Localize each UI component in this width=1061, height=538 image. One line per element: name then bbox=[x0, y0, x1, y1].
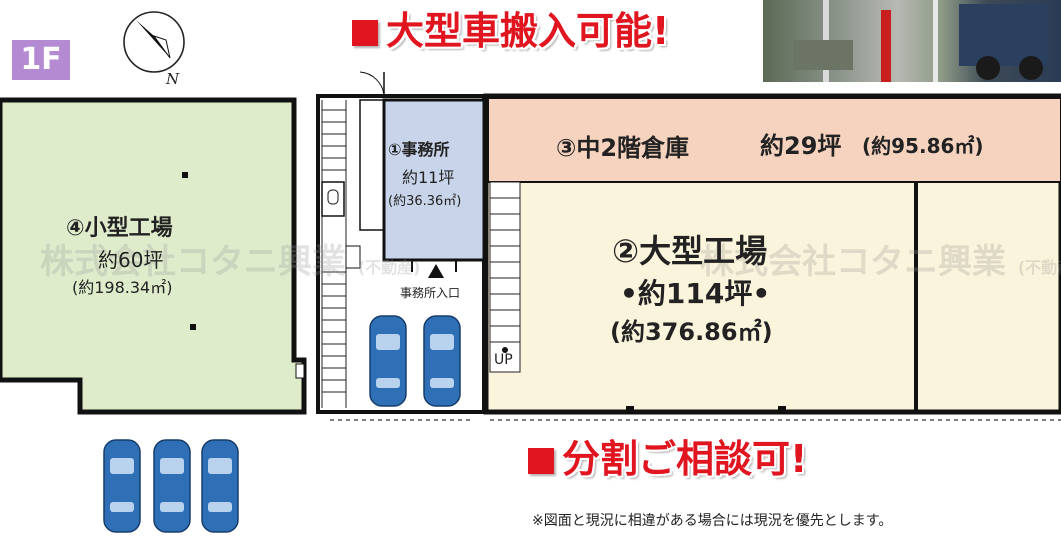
large-factory-name: ②大型工場 bbox=[612, 232, 768, 270]
watermark-suffix-2: (不動産) bbox=[1017, 258, 1061, 277]
floor-badge: 1F bbox=[12, 40, 70, 80]
office-area bbox=[382, 98, 486, 262]
inner-stairs bbox=[489, 181, 521, 373]
mezzanine-area bbox=[487, 97, 1061, 183]
large-factory-tsubo: •約114坪• bbox=[620, 277, 771, 310]
banner-square-icon-2 bbox=[528, 448, 554, 474]
watermark-company: 株式会社コタニ興業 bbox=[40, 242, 346, 282]
small-factory-area bbox=[0, 97, 307, 415]
banner-bottom-text: 分割ご相談可! bbox=[562, 437, 808, 481]
banner-square-icon bbox=[352, 20, 378, 46]
office-sqm: (約36.36㎡) bbox=[388, 194, 462, 209]
banner-split-consult: 分割ご相談可! bbox=[528, 436, 807, 482]
facility-photo bbox=[763, 0, 1061, 82]
small-factory-sqm: (約198.34㎡) bbox=[72, 278, 173, 297]
banner-large-vehicle: 大型車搬入可能! bbox=[352, 8, 669, 54]
large-factory-sqm: (約376.86㎡) bbox=[610, 318, 773, 346]
mezzanine-name: ③中2階倉庫 bbox=[556, 134, 690, 162]
compass-icon bbox=[123, 11, 185, 73]
office-tsubo: 約11坪 bbox=[402, 168, 455, 187]
left-stairs bbox=[321, 100, 347, 408]
small-factory-name: ④小型工場 bbox=[66, 216, 173, 241]
small-factory-tsubo: 約60坪 bbox=[98, 248, 164, 272]
compass-north-label: N bbox=[166, 70, 180, 88]
office-entrance-label: 事務所入口 bbox=[400, 286, 461, 300]
watermark-company-2: 株式会社コタニ興業 bbox=[700, 242, 1006, 282]
office-name: ①事務所 bbox=[388, 140, 450, 159]
mezzanine-tsubo: 約29坪 bbox=[760, 132, 842, 160]
watermark-2: 株式会社コタニ興業 (不動産) bbox=[700, 234, 1061, 283]
watermark: 株式会社コタニ興業 (不動産) bbox=[40, 234, 420, 283]
photo-detail bbox=[793, 0, 1049, 82]
stairs-up-label: UP bbox=[494, 352, 513, 368]
watermark-suffix: (不動産) bbox=[357, 258, 421, 277]
mezzanine-sqm: (約95.86㎡) bbox=[862, 134, 984, 158]
banner-top-text: 大型車搬入可能! bbox=[386, 9, 670, 53]
disclaimer-note: ※図面と現況に相違がある場合には現況を優先とします。 bbox=[532, 513, 893, 529]
